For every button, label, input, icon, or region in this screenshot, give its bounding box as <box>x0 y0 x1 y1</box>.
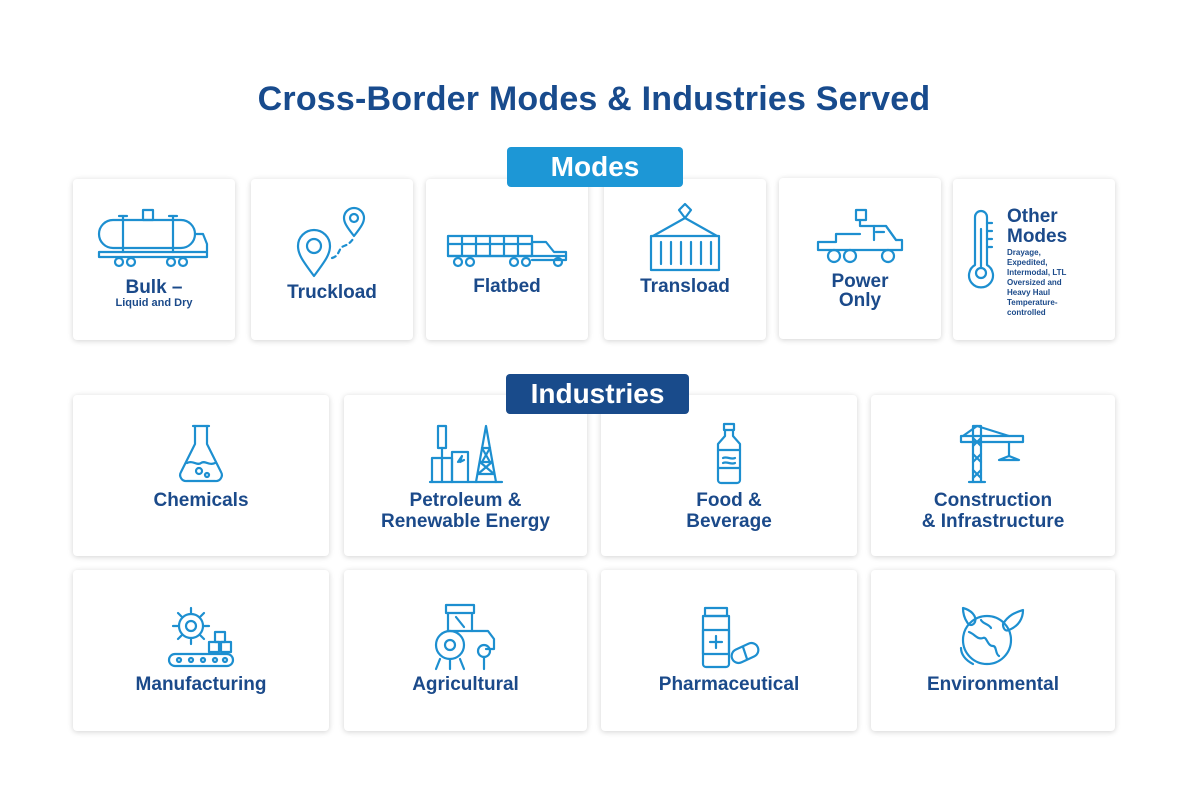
industry-card-manufacturing: Manufacturing <box>73 570 329 731</box>
thermometer-icon <box>967 209 995 289</box>
page-title: Cross-Border Modes & Industries Served <box>257 80 931 118</box>
mode-label-line2: Only <box>838 290 882 311</box>
industry-card-pharmaceutical: Pharmaceutical <box>601 570 857 731</box>
industry-label-line2: Renewable Energy <box>381 511 550 532</box>
flatbed-truck-icon <box>446 232 570 268</box>
mode-card-transload: Transload <box>604 179 766 340</box>
bottle-icon <box>715 422 743 485</box>
mode-sublabel: Liquid and Dry <box>115 297 193 309</box>
mode-card-other: Other Modes Drayage, Expedited, Intermod… <box>953 179 1115 340</box>
tractor-icon <box>432 603 498 671</box>
industry-label: Chemicals <box>153 490 249 511</box>
mode-card-bulk: Bulk – Liquid and Dry <box>73 179 235 340</box>
medicine-icon <box>697 606 761 669</box>
mode-card-truckload: Truckload <box>251 179 413 340</box>
tanker-icon <box>97 206 211 268</box>
gear-conveyor-icon <box>167 604 235 668</box>
modes-heading: Modes <box>507 147 683 187</box>
mode-label: Transload <box>640 276 730 297</box>
semi-tractor-icon <box>816 208 904 264</box>
industry-label: Manufacturing <box>135 674 267 695</box>
mode-label: Bulk – <box>125 277 183 298</box>
industry-card-chemicals: Chemicals <box>73 395 329 556</box>
other-modes-list: Drayage, Expedited, Intermodal, LTL Over… <box>1007 248 1067 317</box>
industry-card-agricultural: Agricultural <box>344 570 587 731</box>
industry-card-construction: Construction & Infrastructure <box>871 395 1115 556</box>
industry-label: Agricultural <box>412 674 519 695</box>
map-pin-route-icon <box>296 204 370 278</box>
industry-label: Food & <box>696 490 762 511</box>
mode-card-power-only: Power Only <box>779 178 941 339</box>
industry-card-petroleum: Petroleum & Renewable Energy <box>344 395 587 556</box>
industry-label: Construction <box>933 490 1053 511</box>
industry-label: Petroleum & <box>409 490 522 511</box>
mode-label: Flatbed <box>473 276 541 297</box>
mode-label-line2: Modes <box>1007 226 1068 247</box>
mode-label: Other <box>1007 206 1058 227</box>
refinery-icon <box>428 422 504 484</box>
mode-label: Truckload <box>287 282 377 303</box>
mode-card-flatbed: Flatbed <box>426 179 588 340</box>
container-crane-icon <box>649 202 721 272</box>
globe-leaves-icon <box>959 606 1025 668</box>
industries-heading: Industries <box>506 374 689 414</box>
industry-label: Pharmaceutical <box>658 674 800 695</box>
tower-crane-icon <box>959 422 1027 484</box>
industry-card-food: Food & Beverage <box>601 395 857 556</box>
flask-icon <box>177 423 225 483</box>
industry-label-line2: Beverage <box>686 511 772 532</box>
industry-label-line2: & Infrastructure <box>921 511 1065 532</box>
industry-card-environmental: Environmental <box>871 570 1115 731</box>
industry-label: Environmental <box>927 674 1059 695</box>
mode-label: Power <box>831 271 889 292</box>
